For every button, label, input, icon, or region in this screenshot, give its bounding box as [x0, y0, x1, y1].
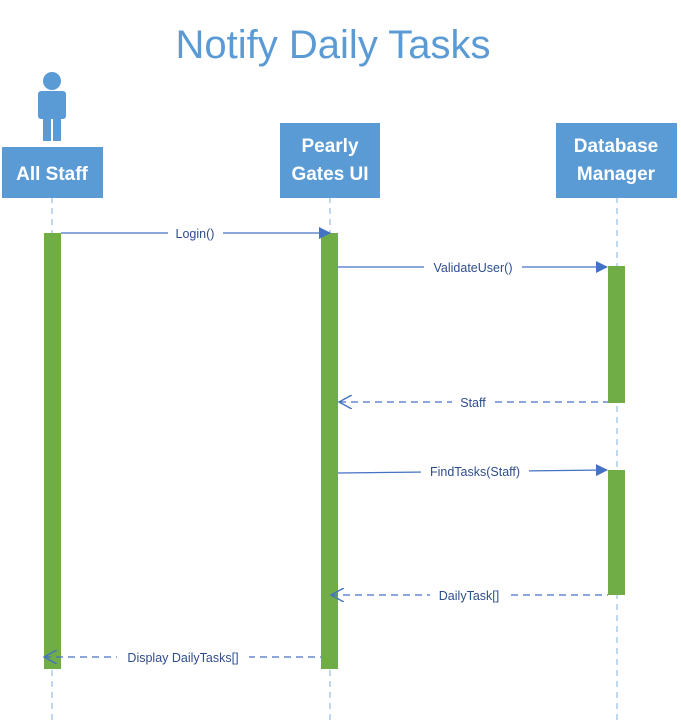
message-validateuser-label-bg — [424, 260, 522, 275]
message-findtasks-label: FindTasks(Staff) — [430, 465, 520, 479]
participant-staff-label: All Staff — [16, 164, 88, 185]
participant-ui-label-line1: Pearly — [301, 136, 358, 157]
activation-bar-db-findtasks — [608, 470, 625, 595]
participant-db-label-line2: Manager — [577, 164, 656, 185]
message-display-label-bg — [117, 650, 249, 665]
participant-ui: Pearly Gates UI — [280, 123, 380, 198]
message-display-return-label: Display DailyTasks[] — [127, 651, 238, 665]
participant-ui-label-line2: Gates UI — [291, 164, 368, 185]
participant-db-label-line1: Database — [574, 136, 659, 157]
activation-bar-ui — [321, 233, 338, 669]
message-staff-label-bg — [452, 395, 494, 410]
message-findtasks-label-bg — [421, 464, 529, 479]
participant-staff: All Staff — [2, 147, 103, 198]
activation-bar-staff — [44, 233, 61, 669]
message-staff-return-label: Staff — [460, 396, 486, 410]
message-login-label: Login() — [176, 227, 215, 241]
participant-db: Database Manager — [556, 123, 677, 198]
diagram-title: Notify Daily Tasks — [176, 23, 491, 67]
message-validateuser-label: ValidateUser() — [434, 261, 513, 275]
message-dailytask-label-bg — [430, 588, 508, 603]
actor-person-icon — [38, 72, 66, 141]
message-dailytask-return-label: DailyTask[] — [439, 589, 499, 603]
activation-bar-db-validate — [608, 266, 625, 403]
message-login-label-bg — [168, 226, 223, 241]
